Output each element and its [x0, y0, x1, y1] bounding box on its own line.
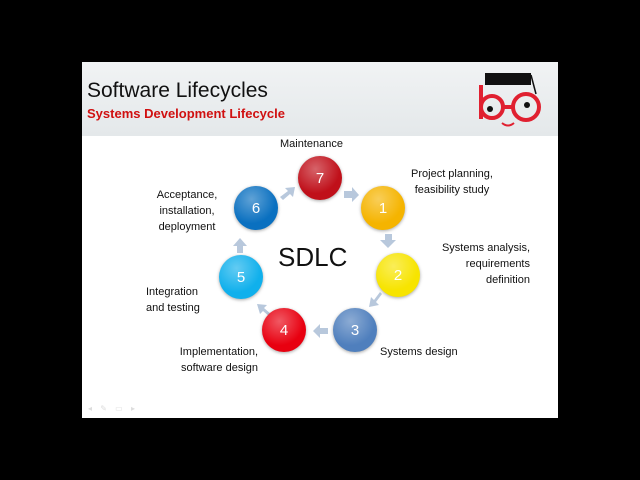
step-7-label: Maintenance: [280, 138, 343, 150]
step-5-circle: 5: [219, 255, 263, 299]
logo-icon: [479, 73, 541, 127]
arrow-7-1: [344, 187, 359, 202]
center-label: SDLC: [278, 242, 348, 272]
slide-header: Software Lifecycles Systems Development …: [82, 62, 558, 136]
step-7-circle: 7: [298, 156, 342, 200]
slideshow-toolbar[interactable]: ◂ ✎ ▭ ▸: [88, 404, 138, 413]
step-2-label: Systems analysis, requirements definitio…: [441, 242, 530, 286]
step-6-label: Acceptance, installation, deployment: [156, 189, 218, 233]
step-3-circle: 3: [333, 308, 377, 352]
step-4-label: Implementation, software design: [179, 346, 258, 374]
step-1-circle: 1: [361, 186, 405, 230]
arrow-1-2: [380, 234, 396, 248]
slide-title: Software Lifecycles: [87, 79, 268, 102]
step-1-label: Project planning, feasibility study: [411, 168, 493, 196]
step-5-label: Integration and testing: [146, 286, 200, 314]
step-2-circle: 2: [376, 253, 420, 297]
arrow-5-6: [233, 238, 247, 253]
step-6-circle: 6: [234, 186, 278, 230]
arrow-2-3: [369, 292, 382, 307]
slide: Software Lifecycles Systems Development …: [82, 62, 558, 418]
slide-subtitle: Systems Development Lifecycle: [87, 106, 285, 121]
arrow-6-7: [280, 187, 295, 200]
step-3-label: Systems design: [380, 346, 458, 358]
arrow-3-4: [313, 324, 328, 338]
step-4-circle: 4: [262, 308, 306, 352]
